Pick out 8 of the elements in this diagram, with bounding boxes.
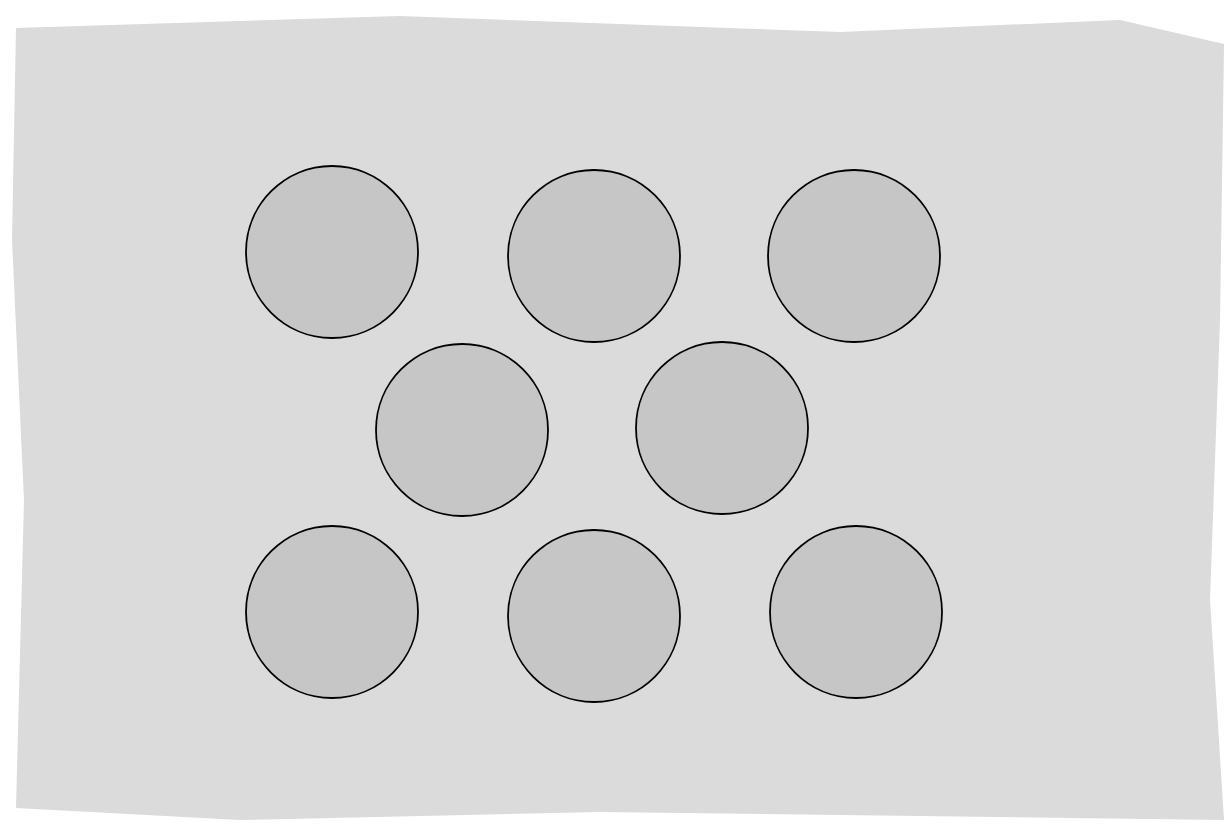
circle	[767, 169, 941, 343]
circle	[635, 341, 809, 515]
circle	[245, 165, 419, 339]
circle	[507, 529, 681, 703]
circle	[245, 525, 419, 699]
circle	[769, 525, 943, 699]
circle	[375, 343, 549, 517]
circle	[507, 169, 681, 343]
